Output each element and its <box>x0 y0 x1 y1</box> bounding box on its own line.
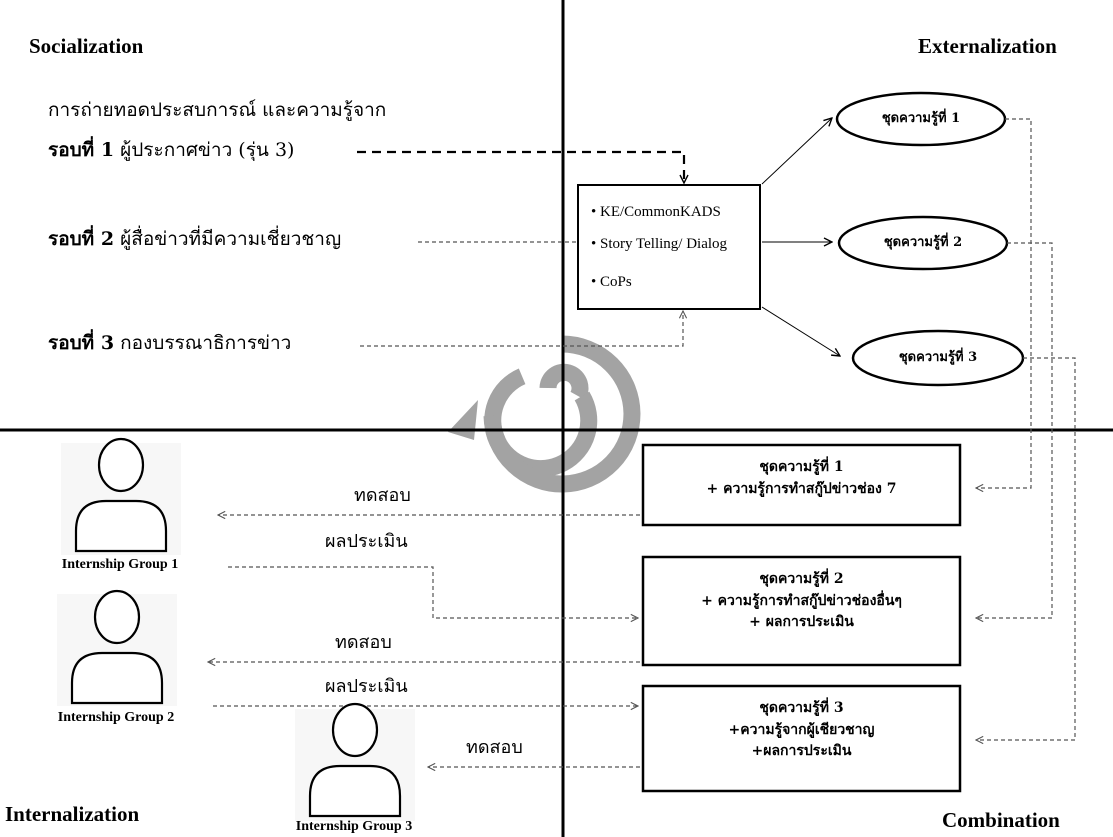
person-icon <box>57 589 177 706</box>
eval-label: ผลประเมิน <box>325 676 408 697</box>
set3-to-box3 <box>976 357 1076 740</box>
method-item: • KE/CommonKADS <box>591 204 721 220</box>
round3-arrow <box>360 311 683 347</box>
box-line: +ผลการประเมิน <box>751 743 852 760</box>
knowledge-set-3-label: ชุดความรู้ที่ 3 <box>898 350 978 365</box>
round-2: รอบที่ 2 ผู้สื่อข่าวที่มีความเชี่ยวชาญ <box>48 230 341 249</box>
person-icon <box>295 702 415 821</box>
round-3: รอบที่ 3 กองบรรณาธิการข่าว <box>48 334 291 353</box>
box-line: + ความรู้การทำสกู๊ปข่าวช่องอื่นๆ <box>701 592 902 609</box>
combination-box-2 <box>641 555 962 667</box>
group-3-label: Internship Group 3 <box>295 819 413 834</box>
methods-box <box>577 184 761 310</box>
round-desc: ผู้ประกาศข่าว (รุ่น 3) <box>120 139 295 161</box>
box-line: +ความรู้จากผู้เชียวชาญ <box>728 721 875 738</box>
round-1: รอบที่ 1 ผู้ประกาศข่าว (รุ่น 3) <box>48 141 294 160</box>
round1-arrow <box>357 150 684 183</box>
round-label: รอบที่ 2 <box>48 228 115 250</box>
round-desc: กองบรรณาธิการข่าว <box>120 332 292 354</box>
combination-box-3-text: ชุดความรู้ที่ 3 +ความรู้จากผู้เชียวชาญ +… <box>643 698 960 763</box>
set2-to-box2 <box>976 242 1053 618</box>
test-label: ทดสอบ <box>466 737 523 758</box>
test-label: ทดสอบ <box>354 485 411 506</box>
socialization-intro: การถ่ายทอดประสบการณ์ และความรู้จาก <box>48 99 387 121</box>
method-item: • CoPs <box>591 274 632 290</box>
person-icon <box>61 437 181 555</box>
round-label: รอบที่ 1 <box>48 139 115 161</box>
combination-box-3 <box>641 684 962 793</box>
box-title: ชุดความรู้ที่ 2 <box>759 571 844 587</box>
group-1-label: Internship Group 1 <box>61 557 179 572</box>
box-line: + ผลการประเมิน <box>749 614 854 631</box>
quadrant-socialization: Socialization <box>29 34 144 58</box>
round-label: รอบที่ 3 <box>48 332 115 354</box>
arrow-to-set3 <box>761 306 840 356</box>
knowledge-set-2-label: ชุดความรู้ที่ 2 <box>883 235 963 250</box>
combination-box-2-text: ชุดความรู้ที่ 2 + ความรู้การทำสกู๊ปข่าวช… <box>643 569 960 634</box>
test-label: ทดสอบ <box>335 632 392 653</box>
eval-arrow-1 <box>228 566 638 618</box>
round-desc: ผู้สื่อข่าวที่มีความเชี่ยวชาญ <box>120 228 342 250</box>
method-item: • Story Telling/ Dialog <box>591 236 728 252</box>
set1-to-box1 <box>976 118 1032 488</box>
group-2-label: Internship Group 2 <box>57 710 175 725</box>
quadrant-internalization: Internalization <box>5 802 140 826</box>
eval-label: ผลประเมิน <box>325 531 408 552</box>
knowledge-set-1-label: ชุดความรู้ที่ 1 <box>881 111 961 126</box>
box-title: ชุดความรู้ที่ 1 <box>759 459 844 475</box>
box-title: ชุดความรู้ที่ 3 <box>759 700 844 716</box>
combination-box-1-text: ชุดความรู้ที่ 1 + ความรู้การทำสกู๊ปข่าวช… <box>643 457 960 500</box>
combination-box-1 <box>641 443 962 527</box>
quadrant-combination: Combination <box>942 808 1060 832</box>
quadrant-externalization: Externalization <box>918 34 1057 58</box>
box-line: + ความรู้การทำสกู๊ปข่าวช่อง 7 <box>706 480 897 497</box>
spiral-icon <box>448 335 641 493</box>
arrow-to-set1 <box>761 118 832 185</box>
